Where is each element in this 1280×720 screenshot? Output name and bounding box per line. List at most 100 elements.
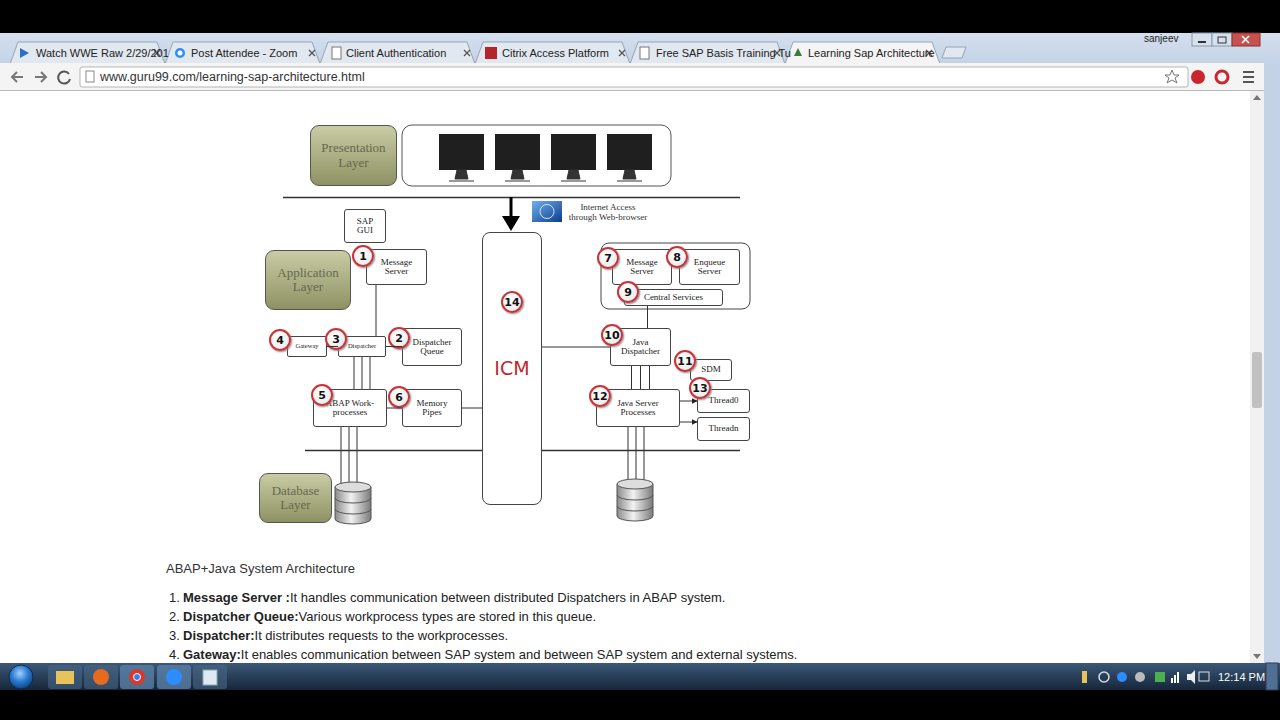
callout-number: 12 [589,385,611,407]
tab-title: Citrix Access Platform [502,46,609,60]
list-text: It enables communication between SAP sys… [241,647,798,662]
sap-gui-box: SAP GUI [344,209,386,243]
callout-number: 7 [597,247,619,269]
node-text: Threadn [709,424,739,433]
edge-group [327,285,697,422]
node-text: Enqueue Server [685,258,734,277]
memory-pipes-box: Memory Pipes [402,389,462,427]
node-text: Database Layer [265,484,326,513]
list-number: 3. [169,628,180,644]
url-text: www.guru99.com/learning-sap-architecture… [100,70,365,85]
cylinder-body [335,487,371,524]
taskbar [0,663,1280,690]
node-text: SAP GUI [350,217,380,236]
figure-caption: ABAP+Java System Architecture [166,561,355,577]
cylinder-body [617,484,653,521]
node-text: Java Dispatcher [616,338,665,357]
callout-number: 3 [325,328,347,350]
tray-icon [1155,672,1165,682]
monitor-stand [449,170,474,181]
connector [386,346,402,347]
tab-strip [0,33,1280,64]
node-text: ICM [494,359,529,379]
connector [462,408,482,409]
tab-title: Watch WWE Raw 2/29/201 [36,46,169,60]
chrome-icon [129,669,145,685]
list-term: Dispatcher Queue: [183,609,299,624]
new-tab-button [942,47,966,58]
callout-number: 2 [388,327,410,349]
close-icon [1242,36,1249,43]
address-bar [80,67,1188,87]
list-item: Message Server :It handles communication… [183,590,725,606]
client-box [402,125,671,186]
node-text: Message Server [618,258,666,277]
database-cylinder [617,479,653,521]
gateway-box: Gateway [287,336,327,357]
show-desktop [1266,663,1278,690]
enqueue-server-box: Enqueue Server [679,249,740,285]
chrome-icon [134,674,141,681]
tab-icons [20,47,802,59]
cylinder-band [617,495,653,511]
monitor [495,134,540,170]
minimize-button [1192,33,1212,46]
adblock-icon [1191,70,1205,84]
database-layer: Database Layer [259,473,332,523]
request-arrow-head [502,216,520,231]
node-text: Application Layer [271,266,345,295]
list-number: 4. [169,647,180,663]
favicon [178,51,183,56]
taskbar-icons [9,665,227,689]
callout-number: 8 [666,246,688,268]
presentation-layer: Presentation Layer [310,125,397,186]
database-link [341,427,357,486]
list-term: Gateway: [183,647,241,662]
window-controls [1192,33,1260,46]
list-item: Gateway:It enables communication between… [183,647,797,663]
toolbar [0,63,1280,91]
tab-title: Post Attendee - Zoom [191,46,297,60]
monitor-stand [505,170,530,181]
callout-number: 13 [689,377,711,399]
folder-icon [56,671,74,684]
callout-number: 11 [674,350,696,372]
diagram-art [283,125,750,524]
node-text: Message Server [372,258,421,277]
node-text: Dispatcher Queue [408,338,456,357]
database-link [628,427,644,483]
forward-icon [35,72,46,82]
cylinder-top [617,479,653,489]
connector [327,346,338,347]
list-number: 1. [169,590,180,606]
node-text: Thread0 [709,396,739,405]
page-content [0,91,1250,663]
tray-icon [1117,672,1127,682]
node-text: SDM [701,365,721,374]
scroll-arrows [1253,95,1261,659]
close-icon [309,50,315,56]
tab [165,42,320,64]
connector [387,408,402,409]
connector [647,306,648,328]
globe-icon [540,205,554,219]
callout-number: 1 [352,245,374,267]
favicon [794,48,802,56]
close-icon [464,50,470,56]
page-icon [86,71,94,82]
close-icon [619,50,625,56]
tray-icon [1082,671,1087,683]
application-layer: Application Layer [265,250,351,310]
taskbar-button [48,665,82,689]
list-number: 2. [169,609,180,625]
callout-number: 4 [269,329,291,351]
connector [354,357,370,389]
notepad-icon [203,670,217,685]
callout-number: 9 [617,281,639,303]
tray-icon [1099,672,1109,682]
cylinder-band [335,498,371,514]
taskbar-button [193,665,227,689]
nav-buttons [12,72,70,84]
